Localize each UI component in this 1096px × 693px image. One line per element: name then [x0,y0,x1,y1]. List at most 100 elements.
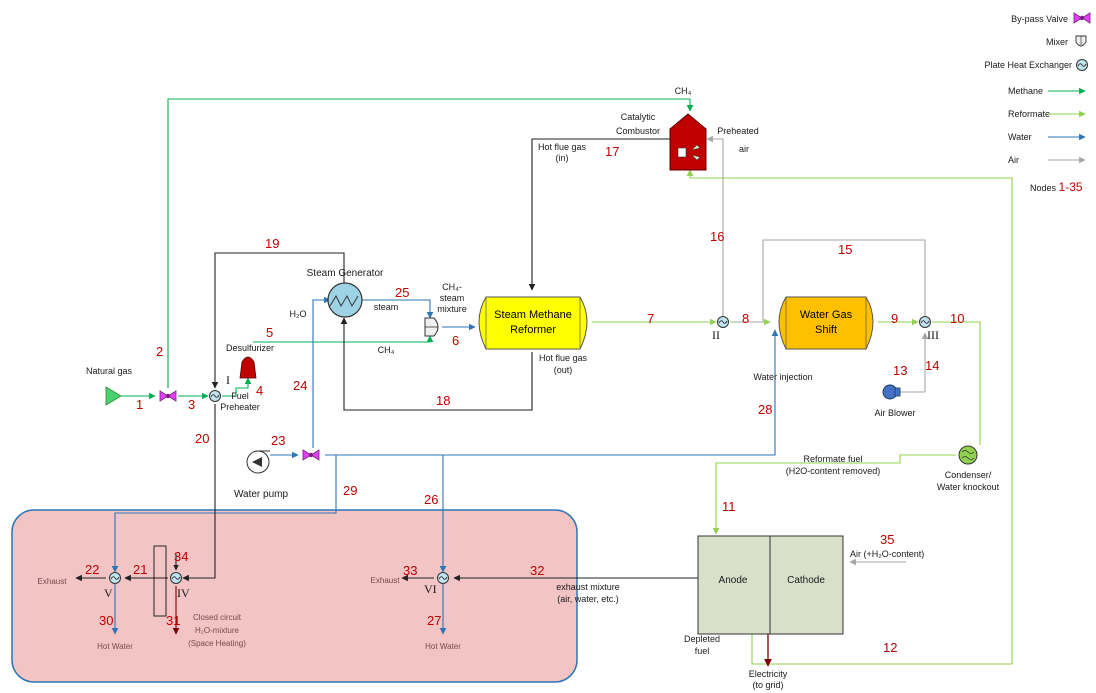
water-gas-shift[interactable] [778,296,874,350]
condenser-line2: Water knockout [937,482,1000,492]
legend-nodes-range: 1-35 [1059,180,1083,194]
condenser-line1: Condenser/ [945,470,992,480]
hot-flue-gas-in-line2: (in) [556,153,569,163]
node-15: 15 [838,242,852,257]
node-18: 18 [436,393,450,408]
electricity-line1: Electricity [749,669,788,679]
catalytic-combustor-line1: Catalytic [621,112,656,122]
ch4-mid-label: CH₄ [378,345,395,355]
node-20: 20 [195,431,209,446]
line-25-steam [360,299,434,319]
steam-generator-icon[interactable] [327,282,363,318]
exhaust-right-label: Exhaust [371,576,401,585]
preheated-air-line1: Preheated [717,126,759,136]
node-8: 8 [742,311,749,326]
line-11 [712,454,956,535]
line-16-preheated-air [706,135,724,316]
water-pump-label: Water pump [234,489,289,500]
hx-label-iii: III [927,328,939,342]
line-10 [932,321,981,445]
preheated-air-line2: air [739,144,749,154]
heat-exchanger-vi-icon[interactable] [437,572,449,584]
desulfurizer-icon[interactable] [239,356,257,379]
closed-circuit-line3: (Space Heating) [188,639,246,648]
steam-methane-reformer[interactable] [478,296,588,350]
mixer-icon[interactable] [424,317,439,337]
node-19: 19 [265,236,279,251]
reformate-lines [592,169,1013,665]
line-2-bypass [167,98,694,388]
shift-title-line1: Water Gas [800,309,853,321]
line-20 [182,404,216,582]
depleted-fuel-line2: fuel [695,646,710,656]
node-17: 17 [605,144,619,159]
line-4 [222,377,252,397]
hx-label-iv: IV [177,586,190,600]
legend-bypass-valve-label: By-pass Valve [1011,14,1068,24]
hx-label-i: I [226,373,230,387]
heat-exchanger-ii-icon[interactable] [717,316,729,328]
methane-lines [118,98,694,400]
node-3: 3 [188,397,195,412]
fuel-preheater-line2: Preheater [220,402,260,412]
line-5-ch4 [253,335,434,343]
node-12: 12 [883,640,897,655]
node-27: 27 [427,613,441,628]
legend-phx-label: Plate Heat Exchanger [984,60,1072,70]
legend-reformate-label: Reformate [1008,109,1050,119]
heat-exchanger-v-icon[interactable] [109,572,121,584]
catalytic-combustor-line2: Combustor [616,126,660,136]
line-15 [733,239,926,323]
ch4-steam-mixture-line1: CH₄- [442,282,462,292]
heat-exchanger-i-icon[interactable] [209,390,221,402]
node-2: 2 [156,344,163,359]
line-26 [325,329,779,456]
legend-bypass-valve-icon [1073,12,1091,24]
line-24 [312,296,331,448]
node-16: 16 [710,229,724,244]
legend-methane-label: Methane [1008,86,1043,96]
node-25: 25 [395,285,409,300]
fuel-cell[interactable] [697,535,844,635]
desulfurizer-label: Desulfurizer [226,343,274,353]
anode-label: Anode [719,575,748,586]
node-29: 29 [343,483,357,498]
exhaust-mixture-line2: (air, water, etc.) [557,594,619,604]
closed-circuit-loop [153,545,167,617]
node-30: 30 [99,613,113,628]
reformer-title-line1: Steam Methane [494,309,572,321]
hot-flue-gas-out-line2: (out) [554,365,573,375]
node-22: 22 [85,562,99,577]
hx-label-v: V [104,586,113,600]
ch4-top-label: CH₄ [675,86,692,96]
heat-exchanger-iii-icon[interactable] [919,316,931,328]
legend-phx-icon [1076,59,1088,71]
node-1: 1 [136,397,143,412]
hot-water-left-label: Hot Water [97,642,133,651]
node-9: 9 [891,311,898,326]
bypass-valve-icon[interactable] [159,390,177,402]
node-14: 14 [925,358,939,373]
node-23: 23 [271,433,285,448]
air-blower-label: Air Blower [874,408,915,418]
legend-nodes-label: Nodes 1-35 [1030,180,1083,194]
node-34: 34 [174,549,188,564]
condenser-icon[interactable] [958,445,978,465]
node-5: 5 [266,325,273,340]
line-18-hot-flue-out [340,317,533,411]
legend-mixer-label: Mixer [1046,37,1068,47]
water-pump-icon[interactable] [246,450,270,474]
hot-flue-gas-out-line1: Hot flue gas [539,353,588,363]
catalytic-combustor-icon[interactable] [669,113,707,171]
air-blower-icon[interactable] [882,384,901,400]
node-26: 26 [424,492,438,507]
line-12 [686,169,1013,665]
heat-exchanger-iv-icon[interactable] [170,572,182,584]
exhaust-left-label: Exhaust [38,577,68,586]
ch4-steam-mixture-line3: mixture [437,304,467,314]
water-bypass-valve-icon[interactable] [302,449,320,461]
legend-water-label: Water [1008,132,1032,142]
air-lines [706,135,929,566]
heat-recovery-box [11,509,578,683]
